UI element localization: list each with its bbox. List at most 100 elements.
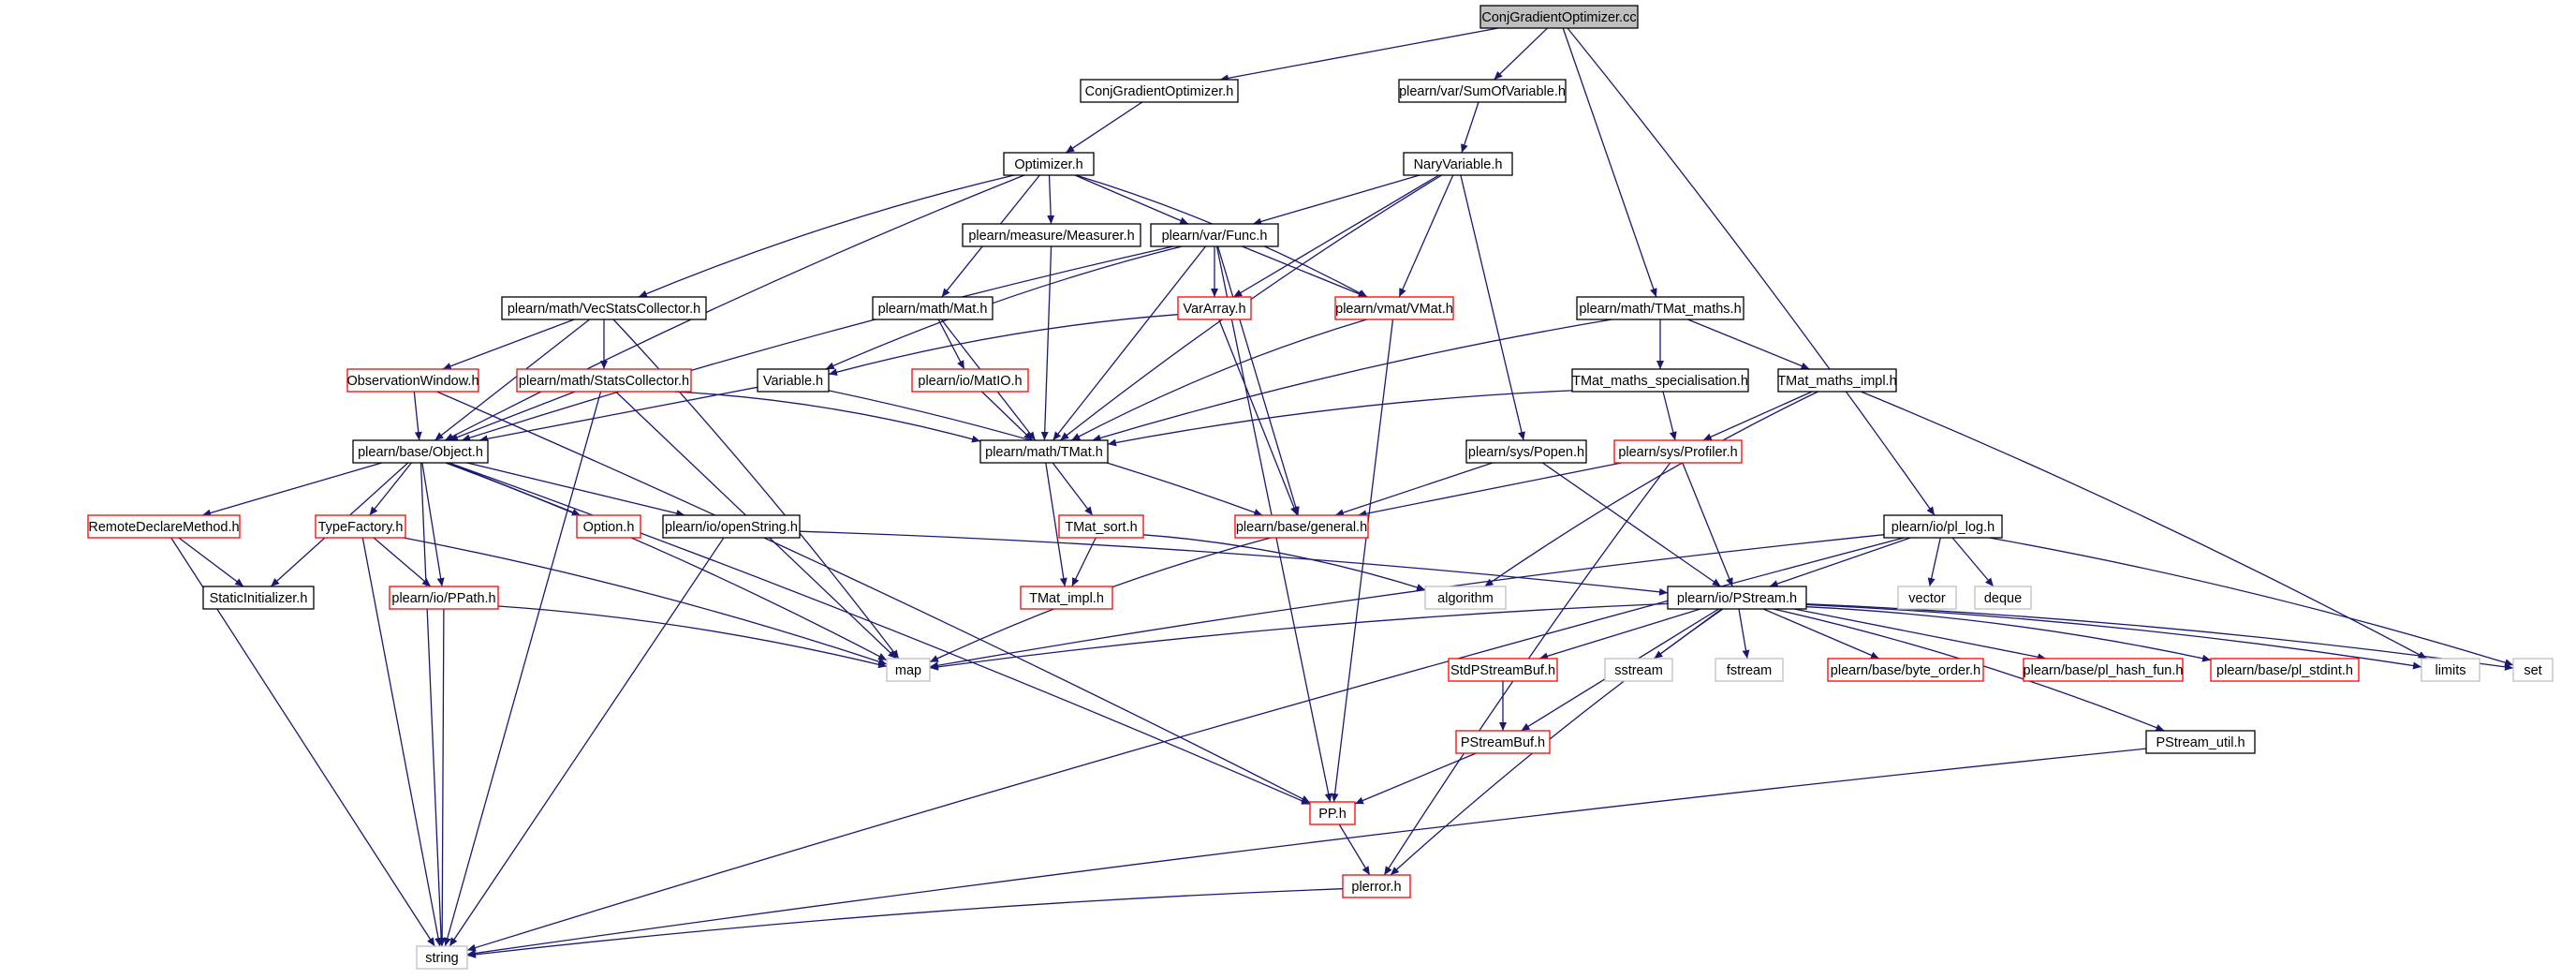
node-popen[interactable]: plearn/sys/Popen.h <box>1465 439 1587 464</box>
node-label-tmatspec: TMat_maths_specialisation.h <box>1572 374 1748 389</box>
edge-vmat-to-pp <box>1331 319 1394 803</box>
node-func[interactable]: plearn/var/Func.h <box>1150 223 1279 247</box>
node-label-typefac: TypeFactory.h <box>318 520 404 535</box>
node-psutil[interactable]: PStream_util.h <box>2145 730 2256 754</box>
node-stdpsb[interactable]: StdPStreamBuf.h <box>1448 658 1558 682</box>
node-box-obswin <box>346 368 479 393</box>
node-label-statscoll: plearn/math/StatsCollector.h <box>519 374 689 389</box>
node-tmatspec[interactable]: TMat_maths_specialisation.h <box>1571 368 1749 393</box>
node-label-set: set <box>2524 663 2541 678</box>
edge-vecstats-to-obswin <box>442 319 575 370</box>
node-box-vmat <box>1334 296 1454 320</box>
node-tmatsort[interactable]: TMat_sort.h <box>1058 514 1144 539</box>
node-nary[interactable]: NaryVariable.h <box>1403 152 1513 176</box>
node-label-psutil: PStream_util.h <box>2156 735 2245 750</box>
node-box-staticinit <box>202 586 315 610</box>
edge-pllog-to-vector <box>1927 537 1941 587</box>
node-label-fstream: fstream <box>1727 663 1772 678</box>
node-label-tmatimplh: TMat_impl.h <box>1029 591 1104 606</box>
node-label-openstring: plearn/io/openString.h <box>665 520 798 535</box>
node-root[interactable]: ConjGradientOptimizer.cc <box>1479 5 1639 29</box>
node-box-tmat <box>979 439 1109 464</box>
node-label-nary: NaryVariable.h <box>1414 157 1503 172</box>
edge-profiler-to-general <box>1358 462 1622 518</box>
node-tmatimplh[interactable]: TMat_impl.h <box>1020 586 1113 610</box>
node-box-remote <box>87 514 241 539</box>
node-staticinit[interactable]: StaticInitializer.h <box>202 586 315 610</box>
node-variable[interactable]: Variable.h <box>757 368 830 393</box>
node-stdint[interactable]: plearn/base/pl_stdint.h <box>2210 658 2360 682</box>
node-object[interactable]: plearn/base/Object.h <box>352 439 489 464</box>
node-general[interactable]: plearn/base/general.h <box>1234 514 1369 539</box>
node-label-object: plearn/base/Object.h <box>358 445 483 460</box>
node-remote[interactable]: RemoteDeclareMethod.h <box>87 514 241 539</box>
node-tmatimpl[interactable]: TMat_maths_impl.h <box>1777 368 1897 393</box>
node-label-vmat: plearn/vmat/VMat.h <box>1335 302 1453 317</box>
edge-vecstats-to-object <box>434 319 591 441</box>
node-label-tmatsort: TMat_sort.h <box>1065 520 1137 535</box>
edge-ppath-to-map <box>497 605 888 669</box>
nodes-layer: ConjGradientOptimizer.ccConjGradientOpti… <box>87 5 2554 970</box>
edge-pstream-to-hashfun <box>1793 608 2047 661</box>
edge-root-to-tmatmaths <box>1562 27 1657 298</box>
node-ppath[interactable]: plearn/io/PPath.h <box>389 586 499 610</box>
node-profiler[interactable]: plearn/sys/Profiler.h <box>1613 439 1743 464</box>
node-cgo_h[interactable]: ConjGradientOptimizer.h <box>1080 79 1239 103</box>
node-mat[interactable]: plearn/math/Mat.h <box>872 296 994 320</box>
node-label-plerror: plerror.h <box>1351 880 1401 895</box>
node-label-sumof: plearn/var/SumOfVariable.h <box>1399 84 1566 99</box>
node-label-profiler: plearn/sys/Profiler.h <box>1618 445 1737 460</box>
node-vmat[interactable]: plearn/vmat/VMat.h <box>1334 296 1454 320</box>
edge-openstring-to-pstream <box>799 530 1669 596</box>
edge-pllog-to-map <box>929 534 1885 670</box>
edge-popen-to-general <box>1334 462 1494 516</box>
node-box-ppath <box>389 586 499 610</box>
node-label-map: map <box>895 663 921 678</box>
node-pllog[interactable]: plearn/io/pl_log.h <box>1883 514 2003 539</box>
node-vecstats[interactable]: plearn/math/VecStatsCollector.h <box>501 296 707 320</box>
edge-func-to-vmat <box>1242 245 1367 298</box>
node-obswin[interactable]: ObservationWindow.h <box>346 368 479 393</box>
node-vararray[interactable]: VarArray.h <box>1177 296 1252 320</box>
node-box-psutil <box>2145 730 2256 754</box>
node-box-profiler <box>1613 439 1743 464</box>
edge-matio-to-tmat <box>981 391 1033 441</box>
node-pstream[interactable]: plearn/io/PStream.h <box>1667 586 1807 610</box>
node-sumof[interactable]: plearn/var/SumOfVariable.h <box>1398 79 1567 103</box>
node-box-tmatspec <box>1571 368 1749 393</box>
node-tmat[interactable]: plearn/math/TMat.h <box>979 439 1109 464</box>
node-string: string <box>416 945 468 970</box>
edge-pstream-to-byteorder <box>1762 608 1880 660</box>
node-box-tmatsort <box>1058 514 1144 539</box>
edge-openstring-to-string <box>449 537 725 947</box>
node-box-sstream <box>1604 658 1673 682</box>
node-label-optimizer: Optimizer.h <box>1014 157 1082 172</box>
node-plerror[interactable]: plerror.h <box>1342 874 1411 898</box>
node-label-cgo_h: ConjGradientOptimizer.h <box>1085 84 1234 99</box>
node-label-tmat: plearn/math/TMat.h <box>985 445 1103 460</box>
node-box-root <box>1479 5 1639 29</box>
node-label-byteorder: plearn/base/byte_order.h <box>1831 663 1980 678</box>
node-psbuf[interactable]: PStreamBuf.h <box>1455 730 1551 754</box>
node-openstring[interactable]: plearn/io/openString.h <box>662 514 801 539</box>
node-box-matio <box>911 368 1029 393</box>
node-pp[interactable]: PP.h <box>1309 801 1356 825</box>
node-optimizer[interactable]: Optimizer.h <box>1003 152 1095 176</box>
node-typefac[interactable]: TypeFactory.h <box>315 514 406 539</box>
edge-pstream-to-limits <box>1805 603 2422 670</box>
node-tmatmaths[interactable]: plearn/math/TMat_maths.h <box>1576 296 1744 320</box>
edge-pstream-to-fstream <box>1738 608 1750 660</box>
edge-remote-to-staticinit <box>178 537 244 587</box>
edge-tmatimpl-to-algorithm <box>1484 391 1818 587</box>
node-measurer[interactable]: plearn/measure/Measurer.h <box>962 223 1141 247</box>
node-box-pllog <box>1883 514 2003 539</box>
edge-object-to-pp <box>449 462 1311 806</box>
node-statscoll[interactable]: plearn/math/StatsCollector.h <box>516 368 692 393</box>
node-matio[interactable]: plearn/io/MatIO.h <box>911 368 1029 393</box>
node-byteorder[interactable]: plearn/base/byte_order.h <box>1827 658 1984 682</box>
edge-psbuf-to-pp <box>1354 752 1477 805</box>
node-option[interactable]: Option.h <box>576 514 641 539</box>
edge-nary-to-vmat <box>1398 174 1454 298</box>
node-hashfun[interactable]: plearn/base/pl_hash_fun.h <box>2023 658 2184 682</box>
edge-object-to-openstring <box>466 462 685 517</box>
